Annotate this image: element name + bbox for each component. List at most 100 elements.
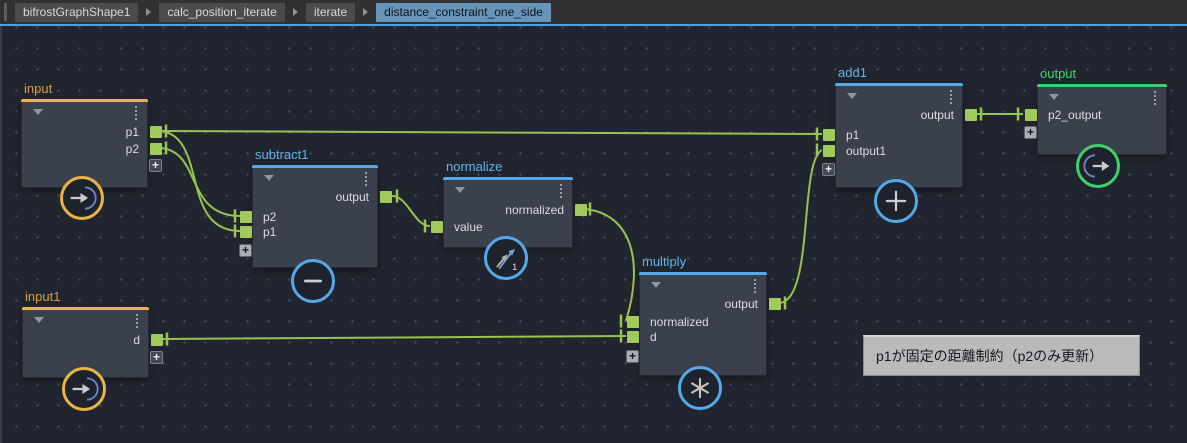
port-label: output [920, 108, 954, 122]
wire-normalize-normalized-to-multiply-normalized[interactable] [584, 208, 635, 322]
menu-icon[interactable] [1154, 91, 1156, 105]
graph-canvas[interactable] [0, 26, 1187, 443]
port-label: p2 [125, 142, 139, 156]
port-p1: p1 [22, 124, 162, 140]
node-output[interactable]: output p2_output + [1024, 66, 1167, 188]
menu-icon[interactable] [136, 314, 138, 328]
wire-input-p2-to-subtract1-p2[interactable] [160, 147, 241, 217]
port-p2: p2 [240, 209, 377, 225]
input-badge-icon [62, 367, 106, 411]
port-label: output [724, 297, 758, 311]
breadcrumb: bifrostGraphShape1 calc_position_iterate… [0, 0, 1187, 24]
port-label: p1 [846, 128, 860, 142]
port-label: normalized [505, 203, 564, 217]
normalize-one-label: 1 [512, 262, 517, 272]
port-d: d [627, 329, 766, 345]
port-p1: p1 [240, 224, 377, 240]
collapse-arrow-icon[interactable] [847, 93, 857, 99]
collapse-arrow-icon[interactable] [264, 175, 274, 181]
port-label: p1 [125, 125, 139, 139]
port-connector[interactable] [240, 211, 252, 223]
canvas-left-edge [0, 26, 2, 443]
menu-icon[interactable] [950, 90, 952, 104]
annotation-note[interactable]: p1が固定の距離制約（p2のみ更新） [863, 335, 1140, 376]
add-port-button[interactable]: + [822, 163, 835, 176]
port-p1: p1 [823, 127, 962, 143]
node-normalize[interactable]: normalize normalized value 1 [431, 159, 587, 280]
port-connector[interactable] [150, 143, 162, 155]
port-connector[interactable] [150, 126, 162, 138]
collapse-arrow-icon[interactable] [455, 187, 465, 193]
menu-icon[interactable] [560, 184, 562, 198]
collapse-arrow-icon[interactable] [33, 109, 43, 115]
node-title: normalize [446, 159, 503, 174]
menu-icon[interactable] [754, 279, 756, 293]
port-connector[interactable] [823, 145, 835, 157]
node-title: input1 [25, 289, 61, 304]
port-label: output [335, 190, 369, 204]
node-input[interactable]: input p1 p2 + [21, 81, 162, 220]
collapse-arrow-icon[interactable] [1049, 94, 1059, 100]
port-connector[interactable] [240, 226, 252, 238]
port-output: output [253, 189, 392, 205]
port-label: p2 [263, 210, 277, 224]
port-connector[interactable] [1025, 109, 1037, 121]
node-input1[interactable]: input1 d + [22, 289, 163, 411]
wire-multiply-output-to-add1-output1[interactable] [779, 149, 823, 304]
menu-icon[interactable] [365, 172, 367, 186]
output-badge-icon [1076, 144, 1120, 188]
node-title: output [1040, 66, 1077, 81]
breadcrumb-separator-icon [292, 8, 298, 16]
collapse-arrow-icon[interactable] [34, 317, 44, 323]
port-output: output [836, 107, 977, 123]
node-title: input [24, 81, 53, 96]
multiply-badge-icon [678, 366, 722, 410]
menu-icon[interactable] [135, 106, 137, 120]
add-badge-icon [874, 179, 918, 223]
port-d: d [23, 332, 163, 348]
annotation-text: p1が固定の距離制約（p2のみ更新） [876, 348, 1104, 364]
add-port-button[interactable]: + [626, 350, 639, 363]
port-connector[interactable] [627, 331, 639, 343]
wire-end-ticks [164, 107, 1020, 346]
port-connector[interactable] [823, 129, 835, 141]
breadcrumb-separator-icon [146, 8, 152, 16]
breadcrumb-item-calc-position-iterate[interactable]: calc_position_iterate [159, 2, 285, 22]
port-connector[interactable] [380, 191, 392, 203]
breadcrumb-separator-icon [363, 8, 369, 16]
wire-input1-d-to-multiply-d[interactable] [161, 335, 627, 340]
add-port-button[interactable]: + [150, 351, 163, 364]
collapse-arrow-icon[interactable] [651, 282, 661, 288]
add-port-button[interactable]: + [149, 159, 162, 172]
normalize-badge-icon: 1 [484, 236, 528, 280]
node-multiply[interactable]: multiply output normalized d + [626, 254, 781, 410]
port-connector[interactable] [575, 204, 587, 216]
port-label: d [133, 333, 140, 347]
port-label: output1 [846, 144, 887, 158]
node-title: multiply [642, 254, 687, 269]
wire-subtract1-output-to-normalize-value[interactable] [391, 195, 431, 227]
breadcrumb-item-root[interactable]: bifrostGraphShape1 [15, 2, 139, 22]
port-label: p2_output [1048, 108, 1102, 122]
port-label: d [650, 330, 657, 344]
add-port-button[interactable]: + [239, 244, 252, 257]
port-connector[interactable] [965, 109, 977, 121]
add-port-button[interactable]: + [1024, 126, 1037, 139]
input-badge-icon [60, 176, 104, 220]
node-add1[interactable]: add1 output p1 output1 + [822, 65, 977, 223]
port-p2: p2 [22, 141, 162, 157]
node-title: add1 [838, 65, 867, 80]
port-connector[interactable] [151, 334, 163, 346]
port-label: normalized [650, 315, 709, 329]
port-label: p1 [263, 225, 277, 239]
port-connector[interactable] [627, 316, 639, 328]
node-subtract1[interactable]: subtract1 output p2 p1 + [239, 147, 392, 303]
breadcrumb-item-iterate[interactable]: iterate [305, 2, 356, 22]
wire-input-p1-to-add1-p1[interactable] [160, 130, 823, 135]
port-normalized: normalized [444, 202, 587, 218]
port-connector[interactable] [769, 298, 781, 310]
breadcrumb-item-current[interactable]: distance_constraint_one_side [376, 2, 551, 22]
port-connector[interactable] [431, 221, 443, 233]
